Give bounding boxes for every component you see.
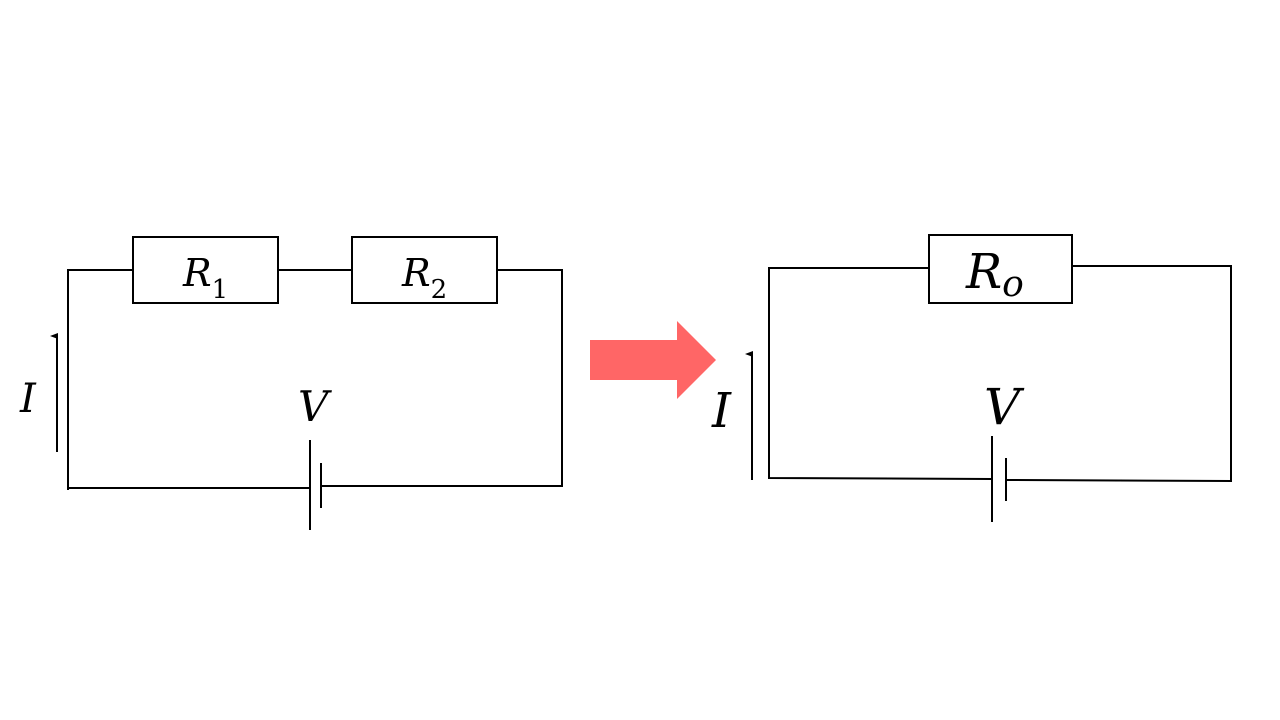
transform-arrow-icon bbox=[590, 321, 716, 399]
resistor-ro-subscript: o bbox=[1002, 264, 1024, 305]
equivalent-circuit-wire bbox=[768, 265, 1232, 483]
resistor-r1-symbol: R bbox=[182, 251, 212, 295]
resistor-ro: Ro bbox=[928, 234, 1073, 305]
resistor-r1: R1 bbox=[132, 236, 279, 305]
series-circuit: R1 R2 I V bbox=[19, 236, 563, 530]
resistor-r2-box bbox=[351, 236, 498, 304]
current-label-right: I bbox=[711, 383, 732, 439]
resistor-r1-label: R1 bbox=[182, 251, 228, 305]
series-circuit-wire bbox=[67, 269, 563, 490]
voltage-label-right: V bbox=[984, 378, 1025, 436]
resistor-r2-subscript: 2 bbox=[431, 275, 448, 305]
resistor-r2: R2 bbox=[351, 236, 498, 305]
equivalent-circuit: Ro I V bbox=[711, 234, 1232, 522]
resistor-r1-box bbox=[132, 236, 279, 304]
resistor-r2-label: R2 bbox=[401, 251, 447, 305]
resistor-r2-symbol: R bbox=[401, 251, 431, 295]
resistor-ro-label: Ro bbox=[965, 244, 1024, 305]
resistor-r1-subscript: 1 bbox=[212, 275, 229, 305]
battery-right bbox=[991, 436, 1007, 522]
current-label-left: I bbox=[19, 376, 37, 422]
voltage-label-left: V bbox=[298, 382, 332, 431]
resistor-ro-symbol: R bbox=[965, 244, 1002, 300]
resistor-ro-box bbox=[928, 234, 1073, 304]
battery-left bbox=[309, 440, 322, 530]
